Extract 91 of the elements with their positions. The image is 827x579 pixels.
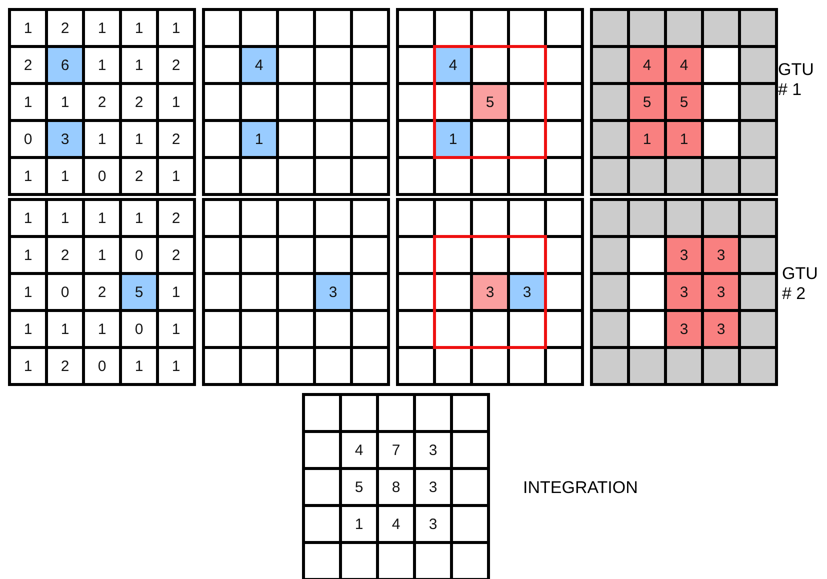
- grid-cell: 1: [159, 11, 193, 45]
- grid-cell: 1: [85, 238, 119, 272]
- grid-cell: 3: [48, 122, 82, 156]
- grid-cell: 1: [122, 48, 156, 82]
- grid-cell: 2: [159, 48, 193, 82]
- grid-cell: 2: [48, 349, 82, 383]
- grid-cell: 1: [11, 275, 45, 309]
- grid-cell: 2: [85, 85, 119, 119]
- grid-cell: 3: [704, 275, 738, 309]
- grid-cell: 0: [122, 312, 156, 346]
- number-grid: [202, 198, 390, 386]
- grid-cell: 2: [159, 122, 193, 156]
- grid-cell: 3: [667, 312, 701, 346]
- grid-cell: 2: [48, 11, 82, 45]
- grid-cell: 3: [416, 470, 450, 504]
- number-grid: [396, 8, 584, 196]
- grid-cell: 2: [159, 238, 193, 272]
- grid-cell: 1: [85, 312, 119, 346]
- grid-cell: 5: [473, 85, 507, 119]
- unit-label: GTU # 1: [778, 60, 815, 100]
- grid-cell: 1: [159, 275, 193, 309]
- grid-cell: 3: [416, 507, 450, 541]
- grid-cell: 1: [85, 122, 119, 156]
- grid-cell: 1: [159, 349, 193, 383]
- grid-cell: 1: [667, 122, 701, 156]
- number-grid: [8, 8, 196, 196]
- number-grid: [590, 8, 778, 196]
- grid-cell: 1: [11, 11, 45, 45]
- grid-cell: 1: [48, 159, 82, 193]
- grid-cell: 5: [630, 85, 664, 119]
- grid-cell: 1: [85, 48, 119, 82]
- grid-cell: 1: [11, 349, 45, 383]
- number-grid: [396, 198, 584, 386]
- grid-cell: 1: [85, 201, 119, 235]
- grid-cell: 3: [510, 275, 544, 309]
- grid-cell: 2: [11, 48, 45, 82]
- grid-cell: 1: [630, 122, 664, 156]
- grid-cell: 4: [667, 48, 701, 82]
- grid-cell: 3: [316, 275, 350, 309]
- grid-cell: 2: [48, 238, 82, 272]
- grid-cell: 4: [242, 48, 276, 82]
- number-grid: [590, 198, 778, 386]
- grid-cell: 8: [379, 470, 413, 504]
- grid-cell: 1: [11, 238, 45, 272]
- grid-cell: 3: [667, 275, 701, 309]
- grid-cell: 4: [342, 433, 376, 467]
- grid-cell: 1: [342, 507, 376, 541]
- number-grid: [8, 198, 196, 386]
- section-label: INTEGRATION: [523, 478, 639, 498]
- grid-cell: 1: [11, 312, 45, 346]
- grid-cell: 2: [85, 275, 119, 309]
- grid-cell: 1: [11, 85, 45, 119]
- grid-cell: 1: [159, 85, 193, 119]
- grid-cell: 1: [242, 122, 276, 156]
- grid-cell: 2: [159, 201, 193, 235]
- grid-cell: 1: [122, 122, 156, 156]
- grid-cell: 2: [122, 159, 156, 193]
- grid-cell: 4: [630, 48, 664, 82]
- grid-cell: 0: [11, 122, 45, 156]
- grid-cell: 0: [85, 349, 119, 383]
- grid-cell: 6: [48, 48, 82, 82]
- grid-cell: 1: [48, 201, 82, 235]
- grid-cell: 3: [704, 312, 738, 346]
- grid-cell: 3: [667, 238, 701, 272]
- grid-cell: 4: [436, 48, 470, 82]
- grid-cell: 3: [473, 275, 507, 309]
- grid-cell: 7: [379, 433, 413, 467]
- unit-label: GTU # 2: [782, 264, 819, 304]
- grid-cell: 1: [159, 159, 193, 193]
- number-grid: [302, 393, 490, 579]
- grid-cell: 1: [11, 159, 45, 193]
- grid-cell: 1: [48, 312, 82, 346]
- grid-cell: 0: [122, 238, 156, 272]
- grid-cell: 1: [159, 312, 193, 346]
- grid-cell: 1: [85, 11, 119, 45]
- grid-cell: 1: [48, 85, 82, 119]
- grid-cell: 2: [122, 85, 156, 119]
- grid-cell: 5: [122, 275, 156, 309]
- grid-cell: 5: [342, 470, 376, 504]
- grid-cell: 1: [122, 201, 156, 235]
- grid-cell: 3: [704, 238, 738, 272]
- grid-cell: 0: [85, 159, 119, 193]
- grid-cell: 4: [379, 507, 413, 541]
- grid-cell: 1: [122, 349, 156, 383]
- grid-cell: 3: [416, 433, 450, 467]
- grid-cell: 1: [122, 11, 156, 45]
- number-grid: [202, 8, 390, 196]
- grid-cell: 0: [48, 275, 82, 309]
- grid-cell: 5: [667, 85, 701, 119]
- grid-cell: 1: [436, 122, 470, 156]
- grid-cell: 1: [11, 201, 45, 235]
